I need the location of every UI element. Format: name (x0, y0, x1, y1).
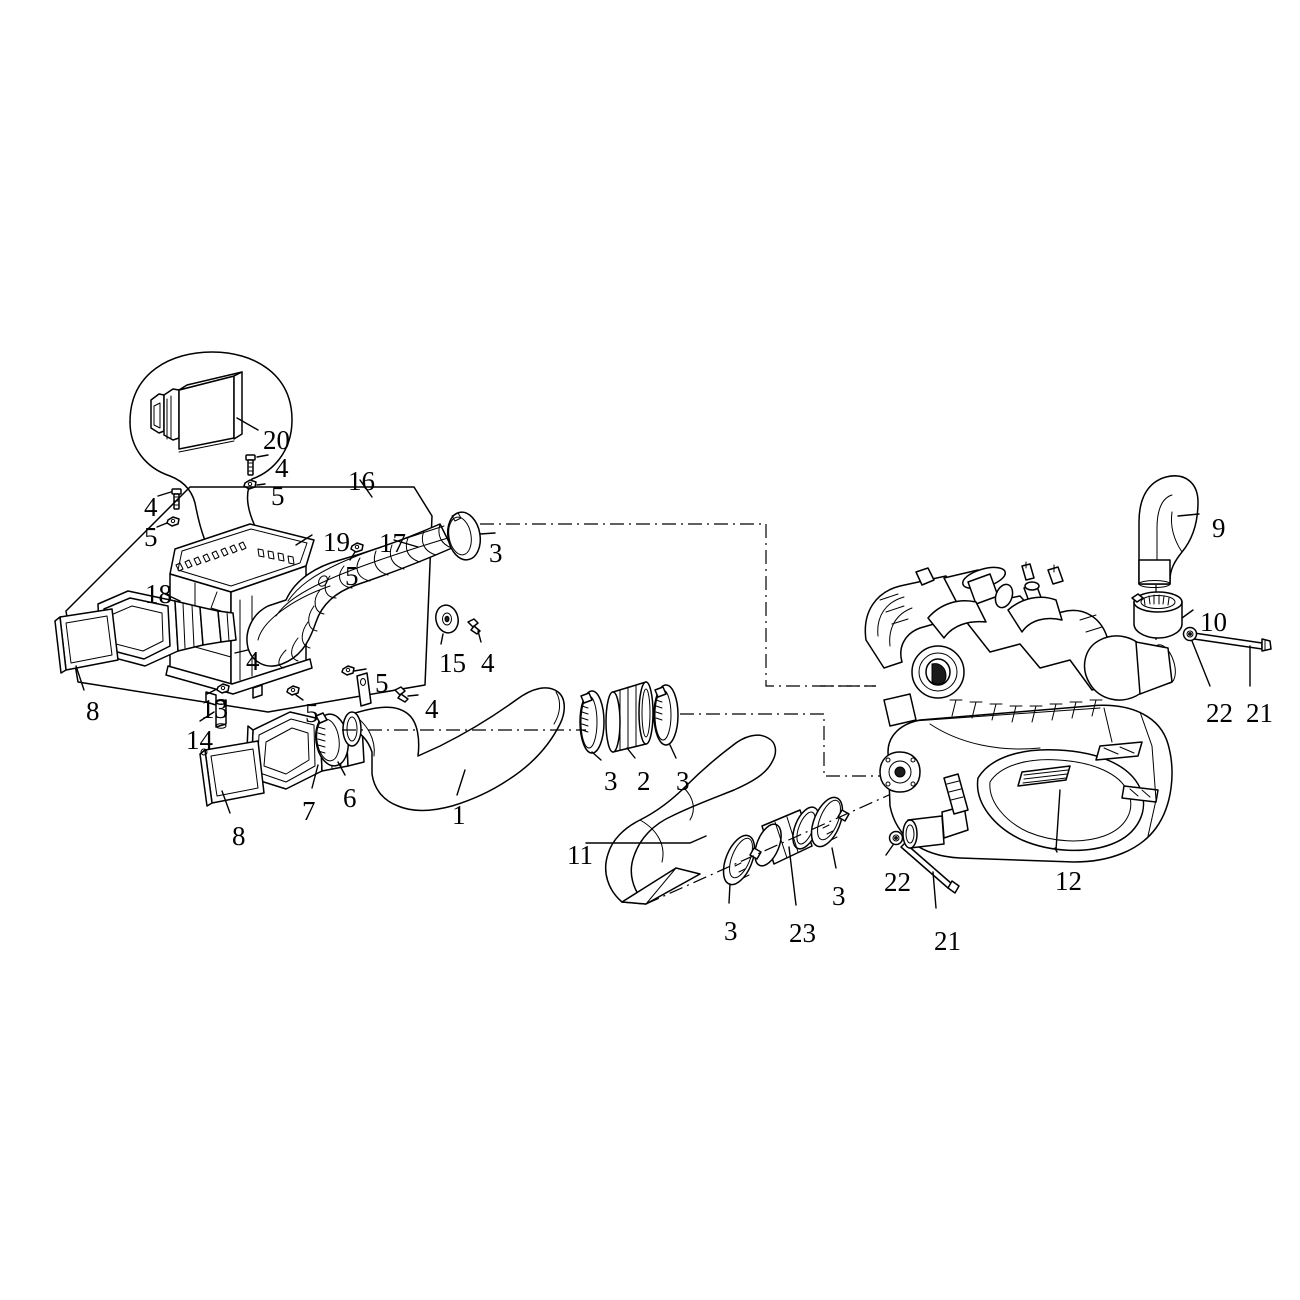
seal-gasket-upper-art (54, 608, 119, 674)
part-label-16: 16 (348, 466, 375, 496)
bellows-coupler-art (605, 681, 654, 753)
part-label-5-upper-right: 5 (271, 481, 285, 511)
leader-3a (479, 532, 496, 535)
leader-8a (75, 665, 85, 691)
part-label-13: 13 (201, 694, 228, 724)
leader-12 (1055, 789, 1061, 851)
part-label-3-bellows-right: 3 (676, 766, 690, 796)
part-label-4-upper-right: 4 (275, 453, 289, 483)
bracket-art (356, 672, 372, 707)
intake-tube-1-art (342, 687, 565, 812)
part-label-5-airbox-bottom: 5 (305, 698, 319, 728)
clamp-3-hose17-art (446, 511, 482, 561)
part-label-18: 18 (145, 579, 172, 609)
bolt-21-lower-art (900, 842, 960, 894)
part-label-5-bracket: 5 (375, 668, 389, 698)
part-label-21-lower: 21 (934, 926, 961, 956)
breather-duct-9-art (1138, 475, 1199, 588)
airbox-inlet-duct-art (97, 590, 237, 667)
part-label-11: 11 (567, 840, 593, 870)
leader-22a (1191, 640, 1211, 687)
part-label-8-lower: 8 (232, 821, 246, 851)
nut-5-airbox-bottom-art (286, 685, 300, 696)
part-label-3-tube11-right: 3 (832, 881, 846, 911)
part-label-20: 20 (263, 425, 290, 455)
part-label-17: 17 (379, 528, 406, 558)
nut-5-airbox-right-art (350, 542, 364, 553)
part-label-19: 19 (323, 527, 350, 557)
part-label-3-bellows-left: 3 (604, 766, 618, 796)
part-label-9: 9 (1212, 513, 1226, 543)
air-filter-element-art (150, 371, 243, 453)
leader-17 (393, 539, 419, 548)
part-label-5-airbox-right: 5 (345, 561, 359, 591)
leader-16 (359, 479, 373, 498)
part-label-14: 14 (186, 725, 213, 755)
nut-13-art (216, 683, 230, 694)
leader-3c (669, 744, 677, 759)
washer-22-upper-art (1182, 626, 1198, 642)
nut-5-upper-left-art (166, 516, 180, 527)
leader-8b (221, 790, 231, 814)
leader-18 (164, 593, 181, 602)
washer-22-lower-art (888, 830, 904, 846)
part-label-15: 15 (439, 648, 466, 678)
clamp-3-tube11-left-art (722, 834, 762, 886)
assembly-reference-lines (342, 523, 1157, 905)
engine-assembly-art (864, 561, 1176, 863)
part-label-8-upper: 8 (86, 696, 100, 726)
leader-1 (456, 769, 466, 796)
part-label-10: 10 (1200, 607, 1227, 637)
part-label-1: 1 (452, 800, 466, 830)
part-label-22-lower: 22 (884, 867, 911, 897)
part-label-2: 2 (637, 766, 651, 796)
leader-2 (626, 747, 636, 759)
seal-gasket-lower-art (199, 740, 265, 807)
leader-3e (831, 847, 837, 869)
leader-11 (585, 835, 707, 844)
nut-5-bracket-art (341, 665, 355, 676)
leader-3d (728, 883, 731, 904)
leader-23 (788, 846, 797, 906)
clamp-3-bellows-left-art (579, 690, 605, 754)
leader-9 (1177, 513, 1200, 517)
part-label-4-airbox-front: 4 (246, 646, 260, 676)
leader-21b (932, 871, 937, 909)
leader-22b (885, 844, 894, 856)
clamp-6-art (314, 712, 350, 767)
grommet-washer-art (435, 604, 459, 634)
part-label-12: 12 (1055, 866, 1082, 896)
part-label-21-upper: 21 (1246, 698, 1273, 728)
airbox-assembly-boundary (65, 486, 433, 713)
part-label-6: 6 (343, 783, 357, 813)
part-label-7: 7 (302, 796, 316, 826)
leader-7 (311, 764, 319, 789)
part-label-3-tube11-left: 3 (724, 916, 738, 946)
leader-3b (591, 751, 602, 761)
part-label-5-upper-left: 5 (144, 522, 158, 552)
leader-15 (440, 633, 444, 645)
leader-19 (295, 534, 313, 546)
part-label-4-bracket: 4 (425, 694, 439, 724)
part-label-22-upper: 22 (1206, 698, 1233, 728)
corrugated-hose-art (246, 523, 453, 669)
part-label-3-hose17: 3 (489, 538, 503, 568)
leader-10 (1181, 609, 1194, 619)
part-label-23: 23 (789, 918, 816, 948)
bolt-4-bracket-art (394, 686, 409, 703)
part-label-4-upper-left: 4 (144, 492, 158, 522)
leader-14 (199, 711, 215, 722)
leader-20 (236, 417, 259, 431)
bolt-4-upper-left-art (171, 488, 182, 510)
clamp-10-art (1131, 591, 1183, 639)
bolt-4-upper-right-art (245, 454, 256, 476)
leader-6 (337, 761, 346, 776)
part-label-4-grommet: 4 (481, 648, 495, 678)
clamp-3-bellows-right-art (653, 684, 679, 746)
spacer-bushing-art (215, 698, 227, 729)
secondary-tube-11-art (604, 734, 777, 905)
